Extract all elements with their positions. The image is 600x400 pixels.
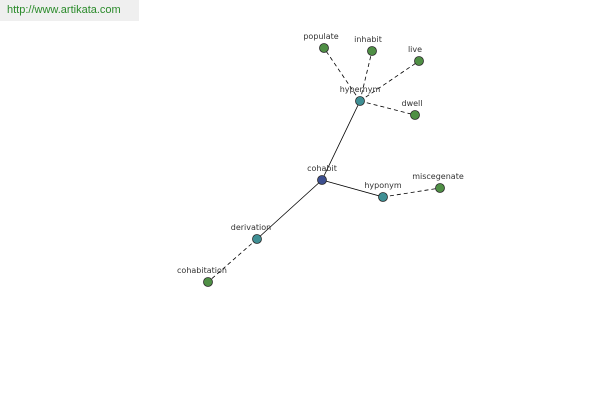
edge-hyponym-miscegenate (382, 187, 441, 198)
relation-node-derivation[interactable] (252, 234, 262, 244)
edge-cohabit-derivation (256, 179, 323, 240)
word-node-cohabitation[interactable] (203, 277, 213, 287)
word-node-miscegenate[interactable] (435, 183, 445, 193)
word-node-live[interactable] (414, 56, 424, 66)
source-url-banner[interactable]: http://www.artikata.com (0, 0, 139, 21)
relation-label-hypernym[interactable]: hypernym (340, 85, 381, 94)
word-label-inhabit[interactable]: inhabit (354, 35, 382, 44)
relation-node-hypernym[interactable] (355, 96, 365, 106)
root-label-cohabit[interactable]: cohabit (307, 164, 337, 173)
source-url-link[interactable]: http://www.artikata.com (7, 4, 121, 16)
word-node-dwell[interactable] (410, 110, 420, 120)
edge-derivation-cohabitation (207, 238, 258, 283)
edge-cohabit-hyponym (321, 179, 384, 198)
edge-hypernym-inhabit (359, 50, 373, 102)
edge-hypernym-populate (323, 47, 361, 102)
word-label-live[interactable]: live (408, 45, 422, 54)
relation-label-derivation[interactable]: derivation (231, 223, 271, 232)
edge-hypernym-dwell (359, 100, 416, 116)
relation-node-hyponym[interactable] (378, 192, 388, 202)
word-node-inhabit[interactable] (367, 46, 377, 56)
edge-hypernym-live (359, 60, 420, 102)
word-label-cohabitation[interactable]: cohabitation (177, 266, 227, 275)
word-label-miscegenate[interactable]: miscegenate (412, 172, 464, 181)
word-label-populate[interactable]: populate (303, 32, 338, 41)
edge-cohabit-hypernym (321, 100, 361, 181)
relation-label-hyponym[interactable]: hyponym (364, 181, 402, 190)
root-node-cohabit[interactable] (317, 175, 327, 185)
word-label-dwell[interactable]: dwell (402, 99, 423, 108)
word-node-populate[interactable] (319, 43, 329, 53)
